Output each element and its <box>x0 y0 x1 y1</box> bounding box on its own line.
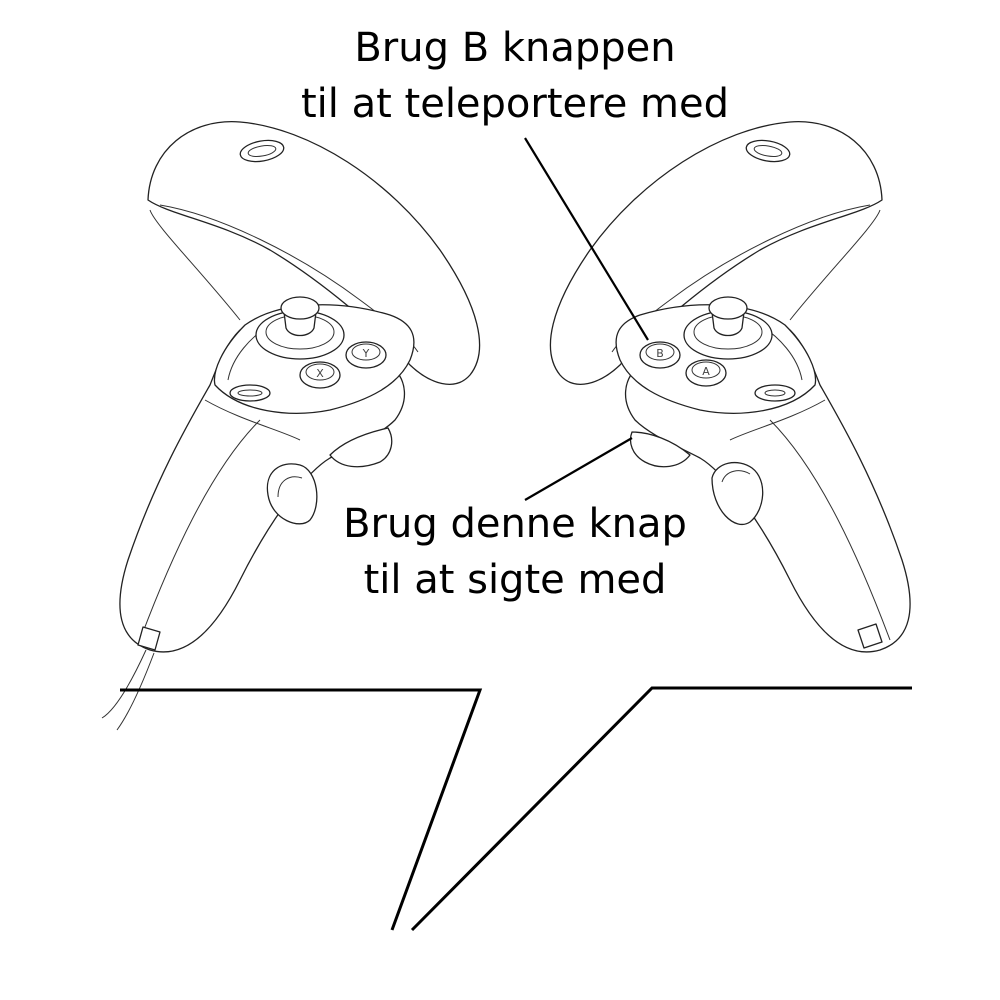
right-b-button[interactable]: B <box>639 341 681 369</box>
right-oculus-button[interactable] <box>754 384 796 402</box>
left-handle <box>119 329 406 653</box>
left-y-button-label: Y <box>362 347 370 360</box>
left-x-button-label: X <box>316 367 324 380</box>
aim-leader-line <box>524 437 633 501</box>
right-a-button[interactable]: A <box>685 359 727 387</box>
teleport-annotation: Brug B knappen til at teleportere med <box>250 20 780 132</box>
teleport-annotation-line1: Brug B knappen <box>354 25 676 71</box>
left-y-button[interactable]: Y <box>345 341 387 369</box>
right-a-button-label: A <box>702 365 710 378</box>
right-grip-button[interactable] <box>711 461 764 525</box>
left-controller: X Y <box>101 121 481 731</box>
teleport-annotation-line2: til at teleportere med <box>300 81 729 127</box>
right-b-button-label: B <box>656 347 664 360</box>
right-trigger[interactable] <box>629 431 691 468</box>
left-grip-button[interactable] <box>266 463 318 525</box>
right-handle <box>624 329 911 653</box>
speech-bubble-left-edge <box>120 688 483 931</box>
aim-annotation-line1: Brug denne knap <box>343 501 687 547</box>
right-controller: B A <box>549 121 911 653</box>
aim-annotation-line2: til at sigte med <box>363 557 667 603</box>
teleport-leader-line <box>524 137 649 341</box>
speech-bubble-right-edge <box>410 686 912 932</box>
left-trigger[interactable] <box>329 427 393 468</box>
left-x-button[interactable]: X <box>299 361 341 389</box>
left-menu-button[interactable] <box>229 384 271 402</box>
aim-annotation: Brug denne knap til at sigte med <box>290 496 740 608</box>
